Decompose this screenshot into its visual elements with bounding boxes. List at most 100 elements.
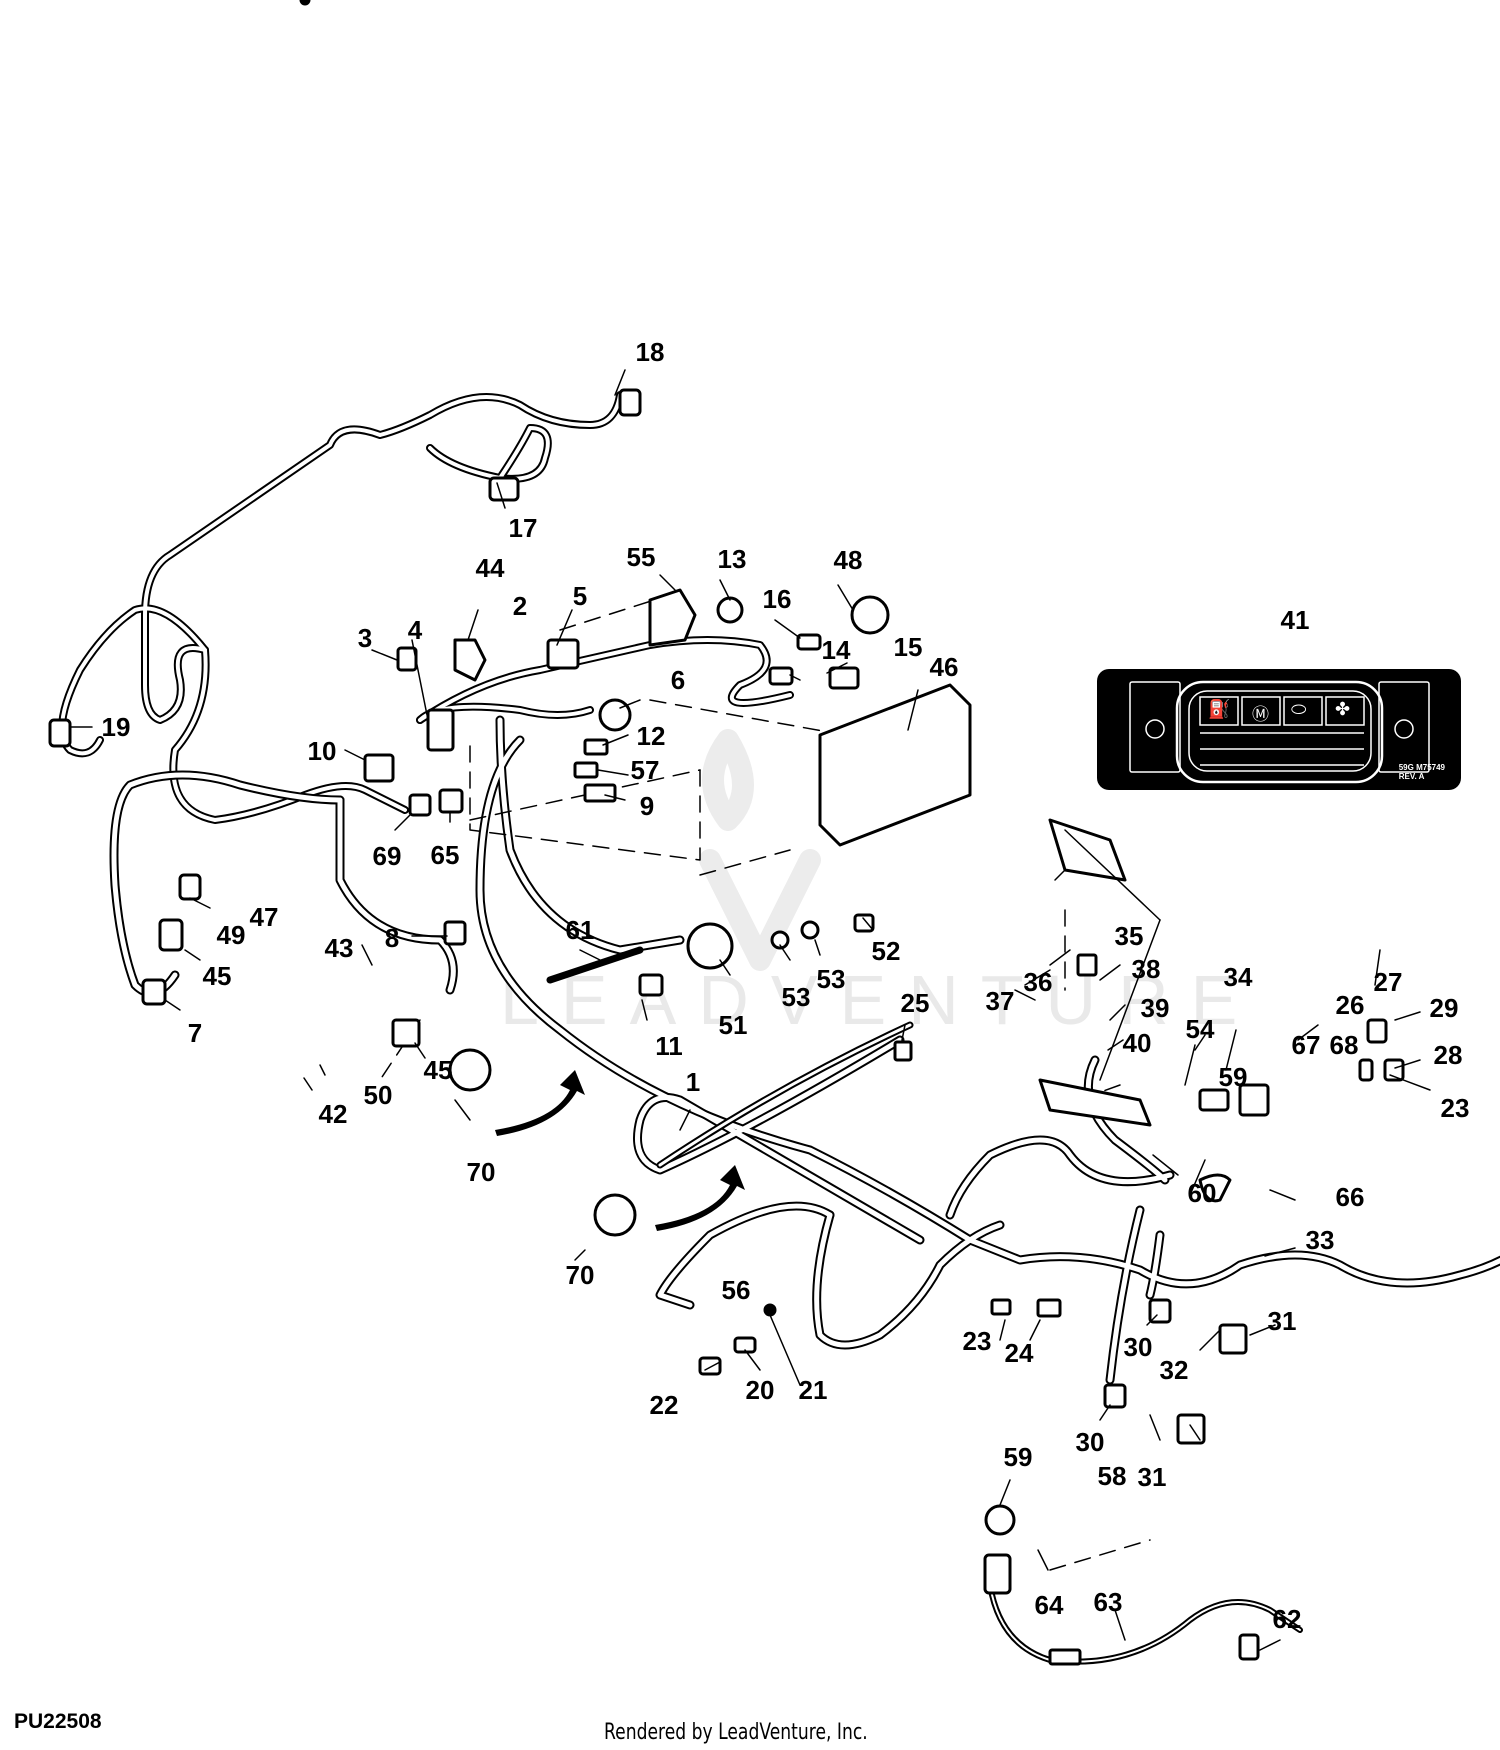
connector-67 (1198, 1088, 1230, 1112)
leader-lines (69, 369, 1431, 1651)
callout-37[interactable]: 37 (985, 986, 1015, 1016)
callout-62[interactable]: 62 (1272, 1604, 1302, 1634)
callout-60[interactable]: 60 (1187, 1178, 1217, 1208)
callout-5[interactable]: 5 (572, 581, 588, 611)
callout-45a[interactable]: 45 (202, 961, 232, 991)
callout-34[interactable]: 34 (1223, 962, 1253, 992)
callout-61[interactable]: 61 (565, 915, 595, 945)
cap-31a (1218, 1323, 1248, 1355)
callout-35[interactable]: 35 (1114, 921, 1144, 951)
callout-49[interactable]: 49 (216, 920, 246, 950)
callout-23a[interactable]: 23 (962, 1326, 992, 1356)
callout-15[interactable]: 15 (893, 632, 923, 662)
relay-35 (1076, 953, 1098, 977)
callout-23b[interactable]: 23 (1440, 1093, 1470, 1123)
callout-10[interactable]: 10 (307, 736, 337, 766)
callout-41[interactable]: 41 (1280, 605, 1310, 635)
callout-55[interactable]: 55 (626, 542, 656, 572)
callout-24[interactable]: 24 (1004, 1338, 1034, 1368)
connector-9 (583, 783, 617, 803)
callout-69[interactable]: 69 (372, 841, 402, 871)
harness-61 (546, 946, 644, 984)
callout-65[interactable]: 65 (430, 840, 460, 870)
fuse-cover-34 (1048, 818, 1127, 882)
callout-19[interactable]: 19 (101, 712, 131, 742)
callout-11[interactable]: 11 (655, 1031, 683, 1061)
callout-21[interactable]: 21 (798, 1375, 828, 1405)
callout-31a[interactable]: 31 (1267, 1306, 1297, 1336)
callout-57[interactable]: 57 (630, 755, 660, 785)
callout-70a[interactable]: 70 (466, 1157, 496, 1187)
callout-22[interactable]: 22 (649, 1390, 679, 1420)
callout-64[interactable]: 64 (1034, 1590, 1064, 1620)
connector-10 (363, 753, 395, 783)
callout-38[interactable]: 38 (1131, 954, 1161, 984)
lamp-13 (716, 596, 744, 624)
callout-3[interactable]: 3 (357, 623, 373, 653)
callout-33[interactable]: 33 (1305, 1225, 1335, 1255)
clip-59b (984, 1504, 1016, 1536)
callout-28[interactable]: 28 (1433, 1040, 1463, 1070)
callout-4[interactable]: 4 (407, 615, 423, 645)
callout-70b[interactable]: 70 (565, 1260, 595, 1290)
callout-18[interactable]: 18 (635, 337, 665, 367)
connector-4 (426, 708, 455, 752)
callout-13[interactable]: 13 (717, 544, 747, 574)
callout-40[interactable]: 40 (1122, 1028, 1152, 1058)
callout-53b[interactable]: 53 (816, 964, 846, 994)
callout-26[interactable]: 26 (1335, 990, 1365, 1020)
clamp-70a (448, 1048, 492, 1092)
washer-53a (770, 930, 790, 950)
callout-51[interactable]: 51 (718, 1010, 748, 1040)
callout-58[interactable]: 58 (1097, 1461, 1127, 1491)
switch-49 (178, 873, 202, 901)
callout-63[interactable]: 63 (1093, 1587, 1123, 1617)
callout-54[interactable]: 54 (1185, 1014, 1215, 1044)
switch-55 (648, 588, 697, 647)
callout-30a[interactable]: 30 (1123, 1332, 1153, 1362)
callout-50[interactable]: 50 (363, 1080, 393, 1110)
connector-68 (1238, 1083, 1270, 1117)
callout-17[interactable]: 17 (508, 513, 538, 543)
callout-66[interactable]: 66 (1335, 1182, 1365, 1212)
callout-47[interactable]: 47 (249, 902, 279, 932)
callout-16[interactable]: 16 (762, 584, 792, 614)
fuse-label-revision: REV. A (1398, 772, 1425, 782)
callout-14[interactable]: 14 (821, 635, 851, 665)
callout-48[interactable]: 48 (833, 545, 863, 575)
render-credit: Rendered by LeadVenture, Inc. (604, 1720, 868, 1745)
exploded-lines (379, 594, 1151, 1571)
callout-39[interactable]: 39 (1140, 993, 1170, 1023)
callout-53a[interactable]: 53 (781, 982, 811, 1012)
callout-43[interactable]: 43 (324, 933, 354, 963)
callout-42[interactable]: 42 (318, 1099, 348, 1129)
callout-36[interactable]: 36 (1023, 967, 1053, 997)
callout-68[interactable]: 68 (1329, 1030, 1359, 1060)
callout-56[interactable]: 56 (721, 1275, 751, 1305)
fuse-icon-row (1199, 696, 1365, 726)
callout-9[interactable]: 9 (639, 791, 655, 821)
callout-31b[interactable]: 31 (1137, 1462, 1167, 1492)
callout-8[interactable]: 8 (384, 923, 400, 953)
callout-12[interactable]: 12 (636, 721, 666, 751)
callout-30b[interactable]: 30 (1075, 1427, 1105, 1457)
callout-45b[interactable]: 45 (423, 1055, 453, 1085)
callout-20[interactable]: 20 (745, 1375, 775, 1405)
callout-2[interactable]: 2 (512, 591, 528, 621)
callout-46[interactable]: 46 (929, 652, 959, 682)
callout-52[interactable]: 52 (871, 936, 901, 966)
callout-67[interactable]: 67 (1291, 1030, 1321, 1060)
park-brake-icon: Ⓜ (1252, 705, 1269, 725)
callout-7[interactable]: 7 (187, 1018, 203, 1048)
callout-1[interactable]: 1 (685, 1067, 701, 1097)
figure-id: PU22508 (14, 1710, 102, 1733)
callout-44[interactable]: 44 (475, 553, 505, 583)
callout-59b[interactable]: 59 (1003, 1442, 1033, 1472)
callout-6[interactable]: 6 (670, 665, 686, 695)
callout-27[interactable]: 27 (1373, 967, 1403, 997)
callout-25[interactable]: 25 (900, 988, 930, 1018)
connector-14 (768, 666, 794, 686)
callout-59a[interactable]: 59 (1218, 1062, 1248, 1092)
callout-29[interactable]: 29 (1429, 993, 1459, 1023)
callout-32[interactable]: 32 (1159, 1355, 1189, 1385)
